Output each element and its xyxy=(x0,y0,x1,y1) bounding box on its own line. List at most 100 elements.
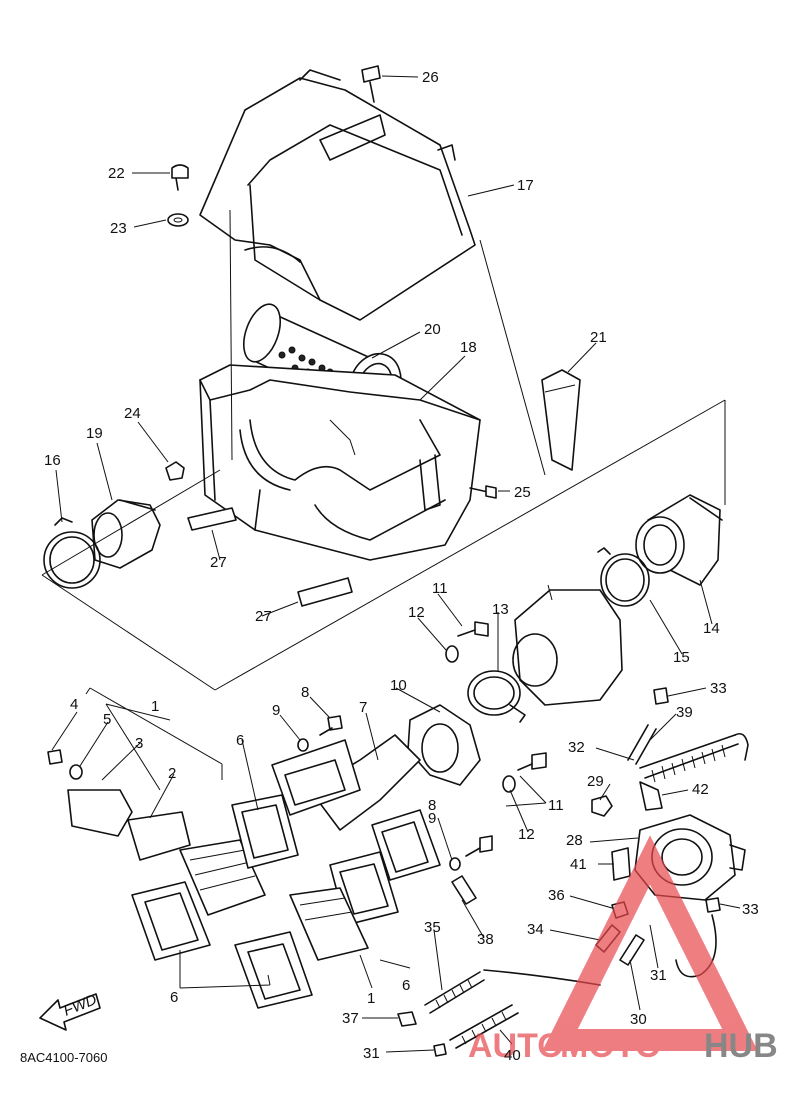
hose-32 xyxy=(627,724,657,765)
gasket-6-left xyxy=(131,881,313,1009)
part-38 xyxy=(451,875,477,905)
callout-1b: 1 xyxy=(367,990,375,1007)
block-27a xyxy=(187,507,237,531)
callout-32: 32 xyxy=(568,739,585,756)
airbox-case xyxy=(199,364,481,561)
callout-42: 42 xyxy=(692,781,709,798)
callout-11a: 11 xyxy=(432,580,448,597)
callout-6c: 6 xyxy=(170,989,178,1006)
callout-33b: 33 xyxy=(742,901,759,918)
watermark-auto: AUTO xyxy=(468,1027,564,1065)
hose-39 xyxy=(639,732,749,783)
callout-6b: 6 xyxy=(402,977,410,994)
callout-35: 35 xyxy=(424,919,441,936)
callout-36: 36 xyxy=(548,887,565,904)
reed-valve-left xyxy=(67,789,266,916)
callout-28: 28 xyxy=(566,832,583,849)
clamp-10 xyxy=(467,670,526,723)
callout-16: 16 xyxy=(44,452,61,469)
callout-22: 22 xyxy=(108,165,125,182)
clip-33a xyxy=(653,687,669,705)
clamp-15 xyxy=(597,547,650,607)
washer-12b xyxy=(502,775,516,793)
hose-40 xyxy=(449,1004,519,1049)
block-27b xyxy=(297,577,353,607)
callout-23: 23 xyxy=(110,220,127,237)
callout-19: 19 xyxy=(86,425,103,442)
washer-5 xyxy=(69,764,83,780)
washer-9a xyxy=(297,738,309,752)
clip-33b xyxy=(705,897,721,913)
callout-labels: 26 17 22 23 20 18 21 24 19 16 25 27 27 1… xyxy=(44,69,759,1064)
callout-2: 2 xyxy=(168,765,176,782)
callout-39: 39 xyxy=(676,704,693,721)
screw-4 xyxy=(47,749,63,765)
callout-20: 20 xyxy=(424,321,441,338)
callout-5: 5 xyxy=(103,711,111,728)
callout-14: 14 xyxy=(703,620,720,637)
watermark-moto: MOTO xyxy=(560,1027,661,1065)
joint-19 xyxy=(91,499,161,569)
clip-37 xyxy=(397,1011,417,1027)
watermark-logo: AUTO MOTO HUB xyxy=(468,835,778,1065)
callout-38: 38 xyxy=(477,931,494,948)
callout-27a: 27 xyxy=(210,554,227,571)
callout-6a: 6 xyxy=(236,732,244,749)
callout-26: 26 xyxy=(422,69,439,86)
bolt-8a xyxy=(319,715,343,736)
callout-40: 40 xyxy=(504,1047,521,1064)
element-21 xyxy=(541,369,581,471)
callout-4: 4 xyxy=(70,696,78,713)
screw-22 xyxy=(171,164,189,191)
fwd-arrow-icon: FWD xyxy=(39,991,101,1031)
diagram-code: 8AC4100-7060 xyxy=(20,1050,107,1065)
washer-9b xyxy=(449,857,461,871)
joint-14 xyxy=(635,494,723,586)
callout-9b: 9 xyxy=(428,810,436,827)
callout-3: 3 xyxy=(135,735,143,752)
washer-12a xyxy=(445,645,459,663)
callout-31a: 31 xyxy=(650,967,667,984)
callout-12b: 12 xyxy=(518,826,535,843)
callout-25: 25 xyxy=(514,484,531,501)
reed-valve-right xyxy=(289,887,369,961)
nut-29 xyxy=(591,795,613,817)
callout-31b: 31 xyxy=(363,1045,380,1062)
callout-8a: 8 xyxy=(301,684,309,701)
callout-15: 15 xyxy=(673,649,690,666)
callout-21: 21 xyxy=(590,329,607,346)
callout-8b: 8 xyxy=(428,797,436,814)
callout-33a: 33 xyxy=(710,680,727,697)
callout-27b: 27 xyxy=(255,608,272,625)
intake-13 xyxy=(512,584,623,706)
callout-11b: 11 xyxy=(548,797,564,814)
carb-joint-7 xyxy=(271,704,481,881)
hose-30 xyxy=(619,934,645,966)
callout-37: 37 xyxy=(342,1010,359,1027)
callout-13: 13 xyxy=(492,601,509,618)
bolt-26 xyxy=(361,65,381,103)
leader-lines xyxy=(51,75,741,1053)
callout-34: 34 xyxy=(527,921,544,938)
watermark-hub: HUB xyxy=(704,1027,778,1065)
clamp-16 xyxy=(43,517,101,589)
pipe-41 xyxy=(611,847,631,881)
bolt-25 xyxy=(469,485,497,499)
callout-12a: 12 xyxy=(408,604,425,621)
clip-31 xyxy=(433,1043,447,1057)
washer-23 xyxy=(167,213,189,227)
bolt-8b xyxy=(465,835,493,857)
callout-10: 10 xyxy=(390,677,407,694)
callout-41: 41 xyxy=(570,856,587,873)
callout-30: 30 xyxy=(630,1011,647,1028)
callout-1a: 1 xyxy=(151,698,159,715)
callout-29: 29 xyxy=(587,773,604,790)
airbox-cover xyxy=(199,69,476,321)
bolt-11a xyxy=(457,621,489,637)
bolt-11b xyxy=(517,752,547,771)
callout-7: 7 xyxy=(359,699,367,716)
callout-18: 18 xyxy=(460,339,477,356)
clip-42 xyxy=(639,781,663,811)
callout-24: 24 xyxy=(124,405,141,422)
